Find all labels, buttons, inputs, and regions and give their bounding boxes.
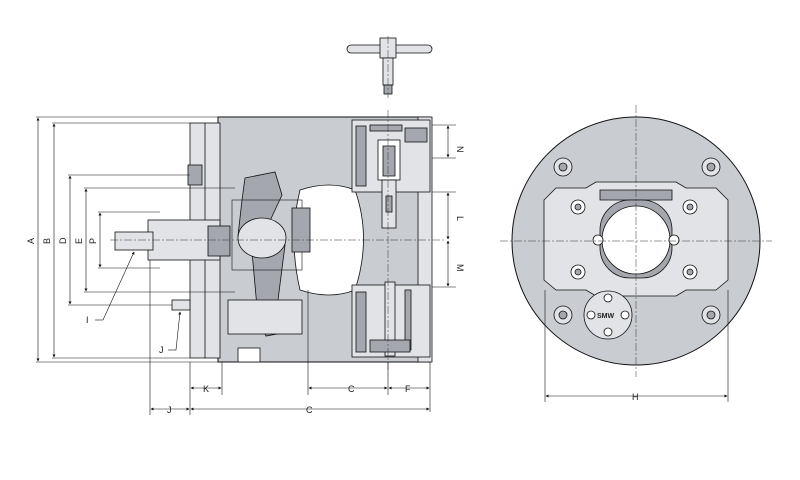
dim-label-a: A bbox=[26, 238, 36, 244]
locating-pin bbox=[171, 299, 191, 311]
leader-label-i: I bbox=[86, 315, 89, 325]
dim-label-b: B bbox=[42, 238, 52, 244]
dim-label-k: K bbox=[203, 384, 209, 394]
dim-label-n: N bbox=[455, 146, 465, 153]
dim-label-c-upper: C bbox=[348, 384, 355, 394]
dim-label-d: D bbox=[58, 237, 68, 244]
dimensions-front: H bbox=[544, 290, 729, 402]
mounting-holes bbox=[553, 157, 721, 325]
logo-boss bbox=[583, 290, 633, 340]
dim-label-c-lower: C bbox=[306, 405, 313, 415]
brand-logo: SMW bbox=[597, 313, 615, 320]
leader-label-j: J bbox=[159, 345, 164, 355]
dim-label-m: M bbox=[455, 264, 465, 272]
dim-label-j-lower: J bbox=[167, 405, 172, 415]
dim-label-e: E bbox=[74, 238, 84, 244]
dim-label-h: H bbox=[632, 392, 639, 402]
dim-label-f: F bbox=[405, 384, 411, 394]
draw-bar-stud bbox=[114, 231, 154, 251]
dim-label-l: L bbox=[455, 216, 465, 221]
t-handle-wrench bbox=[346, 36, 433, 98]
dimensions-side: A B D E P N L M K C F J C bbox=[26, 116, 465, 415]
chuck-side-view bbox=[110, 110, 445, 370]
dim-label-p: P bbox=[88, 238, 98, 244]
jaw-screws bbox=[570, 199, 698, 280]
chuck-front-view: SMW bbox=[500, 105, 772, 377]
